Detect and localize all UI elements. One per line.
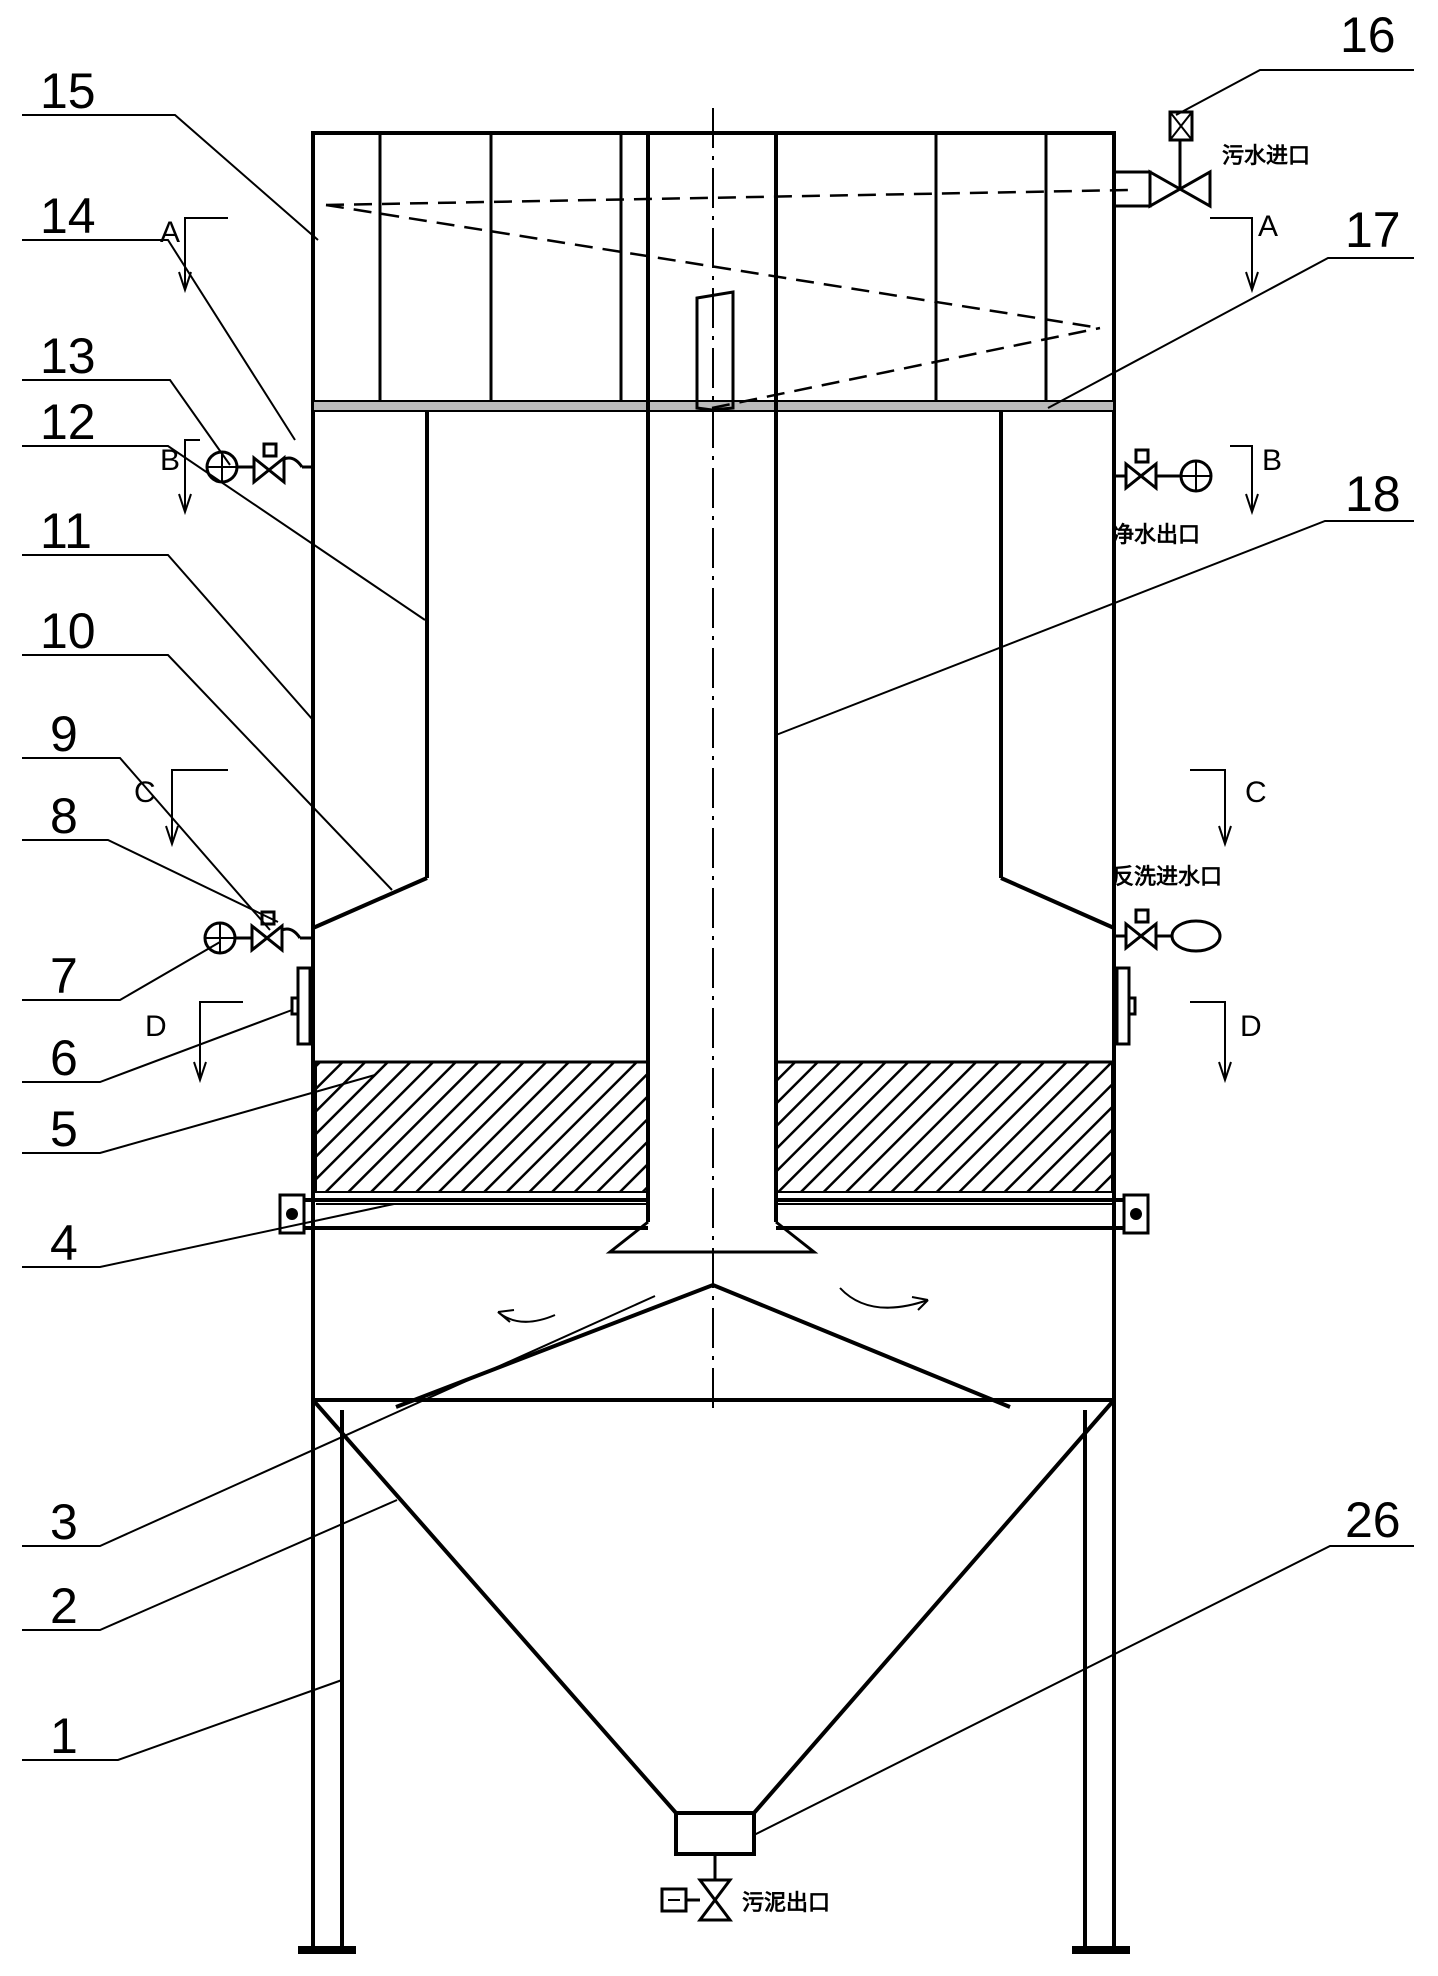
backwash-valve-right: [1114, 908, 1222, 953]
part-number-8: 8: [50, 788, 78, 844]
swirl-path: [325, 203, 1101, 330]
part-number-15: 15: [40, 63, 96, 119]
sewage-inlet-valve: [1112, 110, 1212, 209]
guide-walls: [312, 411, 1115, 930]
baffle: [695, 290, 735, 412]
tank-body: [311, 131, 1131, 1402]
section-b-left: B: [160, 444, 180, 477]
part-number-9: 9: [50, 706, 78, 762]
part-number-14: 14: [40, 188, 96, 244]
part-number-7: 7: [50, 948, 78, 1004]
section-c-right: C: [1245, 776, 1267, 809]
leader-lines: [22, 69, 1414, 1836]
central-pipe: [605, 108, 819, 1410]
section-d-right: D: [1240, 1010, 1262, 1043]
support-legs: [298, 1400, 1130, 1954]
backwash-valve-left: [203, 910, 313, 955]
cone-deflector: [313, 1282, 1114, 1409]
part-number-18: 18: [1345, 466, 1401, 522]
section-b-right: B: [1262, 444, 1282, 477]
sludge-valve: [697, 1878, 733, 1922]
section-a-right: A: [1258, 210, 1278, 243]
section-marks: A A B B C C D D: [134, 210, 1282, 1084]
part-number-4: 4: [50, 1215, 78, 1271]
clean-water-valve-right: [1114, 448, 1213, 493]
sludge-nozzle: [674, 1811, 756, 1856]
part-number-10: 10: [40, 603, 96, 659]
part-number-6: 6: [50, 1030, 78, 1086]
part-number-12: 12: [40, 394, 96, 450]
part-number-1: 1: [50, 1708, 78, 1764]
part-number-13: 13: [40, 328, 96, 384]
sewage-inlet-label: 污水进口: [1222, 144, 1310, 169]
part-number-16: 16: [1340, 7, 1396, 63]
backwash-inlet-label: 反洗进水口: [1112, 865, 1222, 890]
filter-media: [313, 1060, 1114, 1193]
clean-water-outlet-label: 净水出口: [1112, 522, 1200, 548]
part-number-17: 17: [1345, 202, 1401, 258]
port-labels: 污水进口 净水出口 反洗进水口 污泥出口: [742, 144, 1310, 1916]
part-number-26: 26: [1345, 1492, 1401, 1548]
section-c-left: C: [134, 776, 156, 809]
part-numbers: 15 14 13 12 11 10 9 8 7 6 5 4 3 2 1 16 1…: [40, 7, 1401, 1764]
section-d-left: D: [145, 1010, 167, 1043]
sludge-outlet-label: 污泥出口: [742, 1891, 830, 1916]
sludge-hopper: [311, 1398, 1116, 1922]
part-number-11: 11: [40, 503, 92, 559]
manholes: [290, 966, 1137, 1046]
part-number-5: 5: [50, 1101, 78, 1157]
clean-water-valve-left: [205, 442, 313, 486]
part-number-3: 3: [50, 1494, 78, 1550]
flow-arrow-right: [839, 1287, 929, 1309]
support-plate: [278, 1193, 1150, 1235]
part-number-2: 2: [50, 1578, 78, 1634]
